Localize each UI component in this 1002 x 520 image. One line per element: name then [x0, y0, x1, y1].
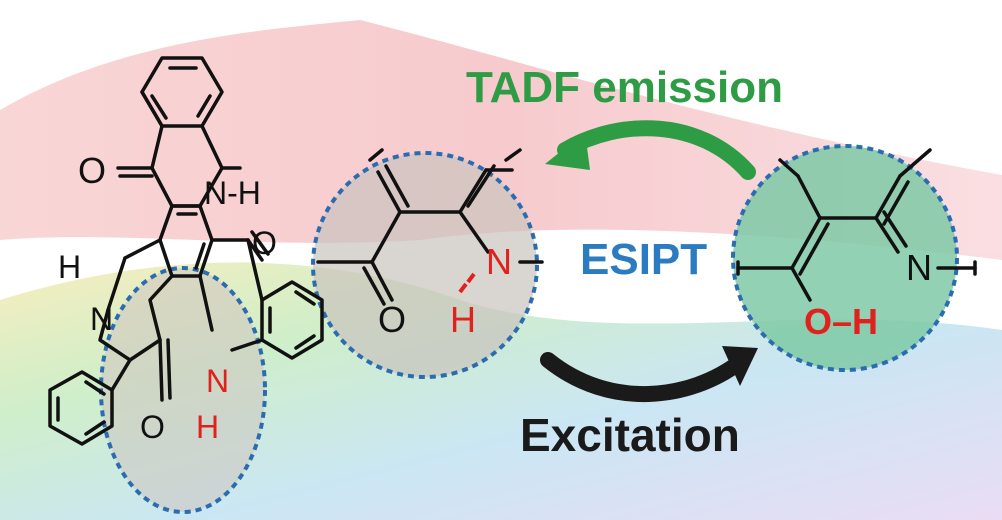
- keto-form-circle: [311, 151, 539, 379]
- tadf-emission-label: TADF emission: [466, 63, 784, 112]
- atom-h-left: H: [58, 249, 81, 285]
- molecule-structure: [48, 56, 324, 446]
- atom-n-left: N: [90, 301, 113, 337]
- hydrogen-bond: [458, 272, 476, 294]
- atom-nh-top: N-H: [204, 175, 261, 211]
- curved-arrow-right-icon: [540, 346, 758, 403]
- curved-arrow-left-icon: [545, 120, 756, 180]
- esipt-label: ESIPT: [580, 235, 708, 284]
- enol-fragment: [736, 148, 977, 302]
- atom-labels: O N-H O H N O N H O N H N O–H: [58, 150, 932, 445]
- keto-fragment: [316, 148, 544, 306]
- highlight-circles: [99, 144, 959, 514]
- keto-atom-o: O: [378, 299, 406, 340]
- atom-o-left: O: [78, 150, 106, 191]
- enol-atom-n: N: [906, 247, 932, 288]
- excitation-label: Excitation: [520, 409, 740, 461]
- enol-form-circle: [731, 144, 959, 372]
- keto-atom-h: H: [450, 299, 476, 340]
- enol-atom-oh: O–H: [804, 301, 878, 342]
- atom-n-red: N: [206, 363, 229, 399]
- molecule-highlight-circle: [99, 266, 267, 514]
- atom-o-right: O: [252, 225, 277, 261]
- atom-o-bottom: O: [140, 409, 165, 445]
- atom-h-red: H: [196, 409, 219, 445]
- keto-atom-n: N: [486, 241, 512, 282]
